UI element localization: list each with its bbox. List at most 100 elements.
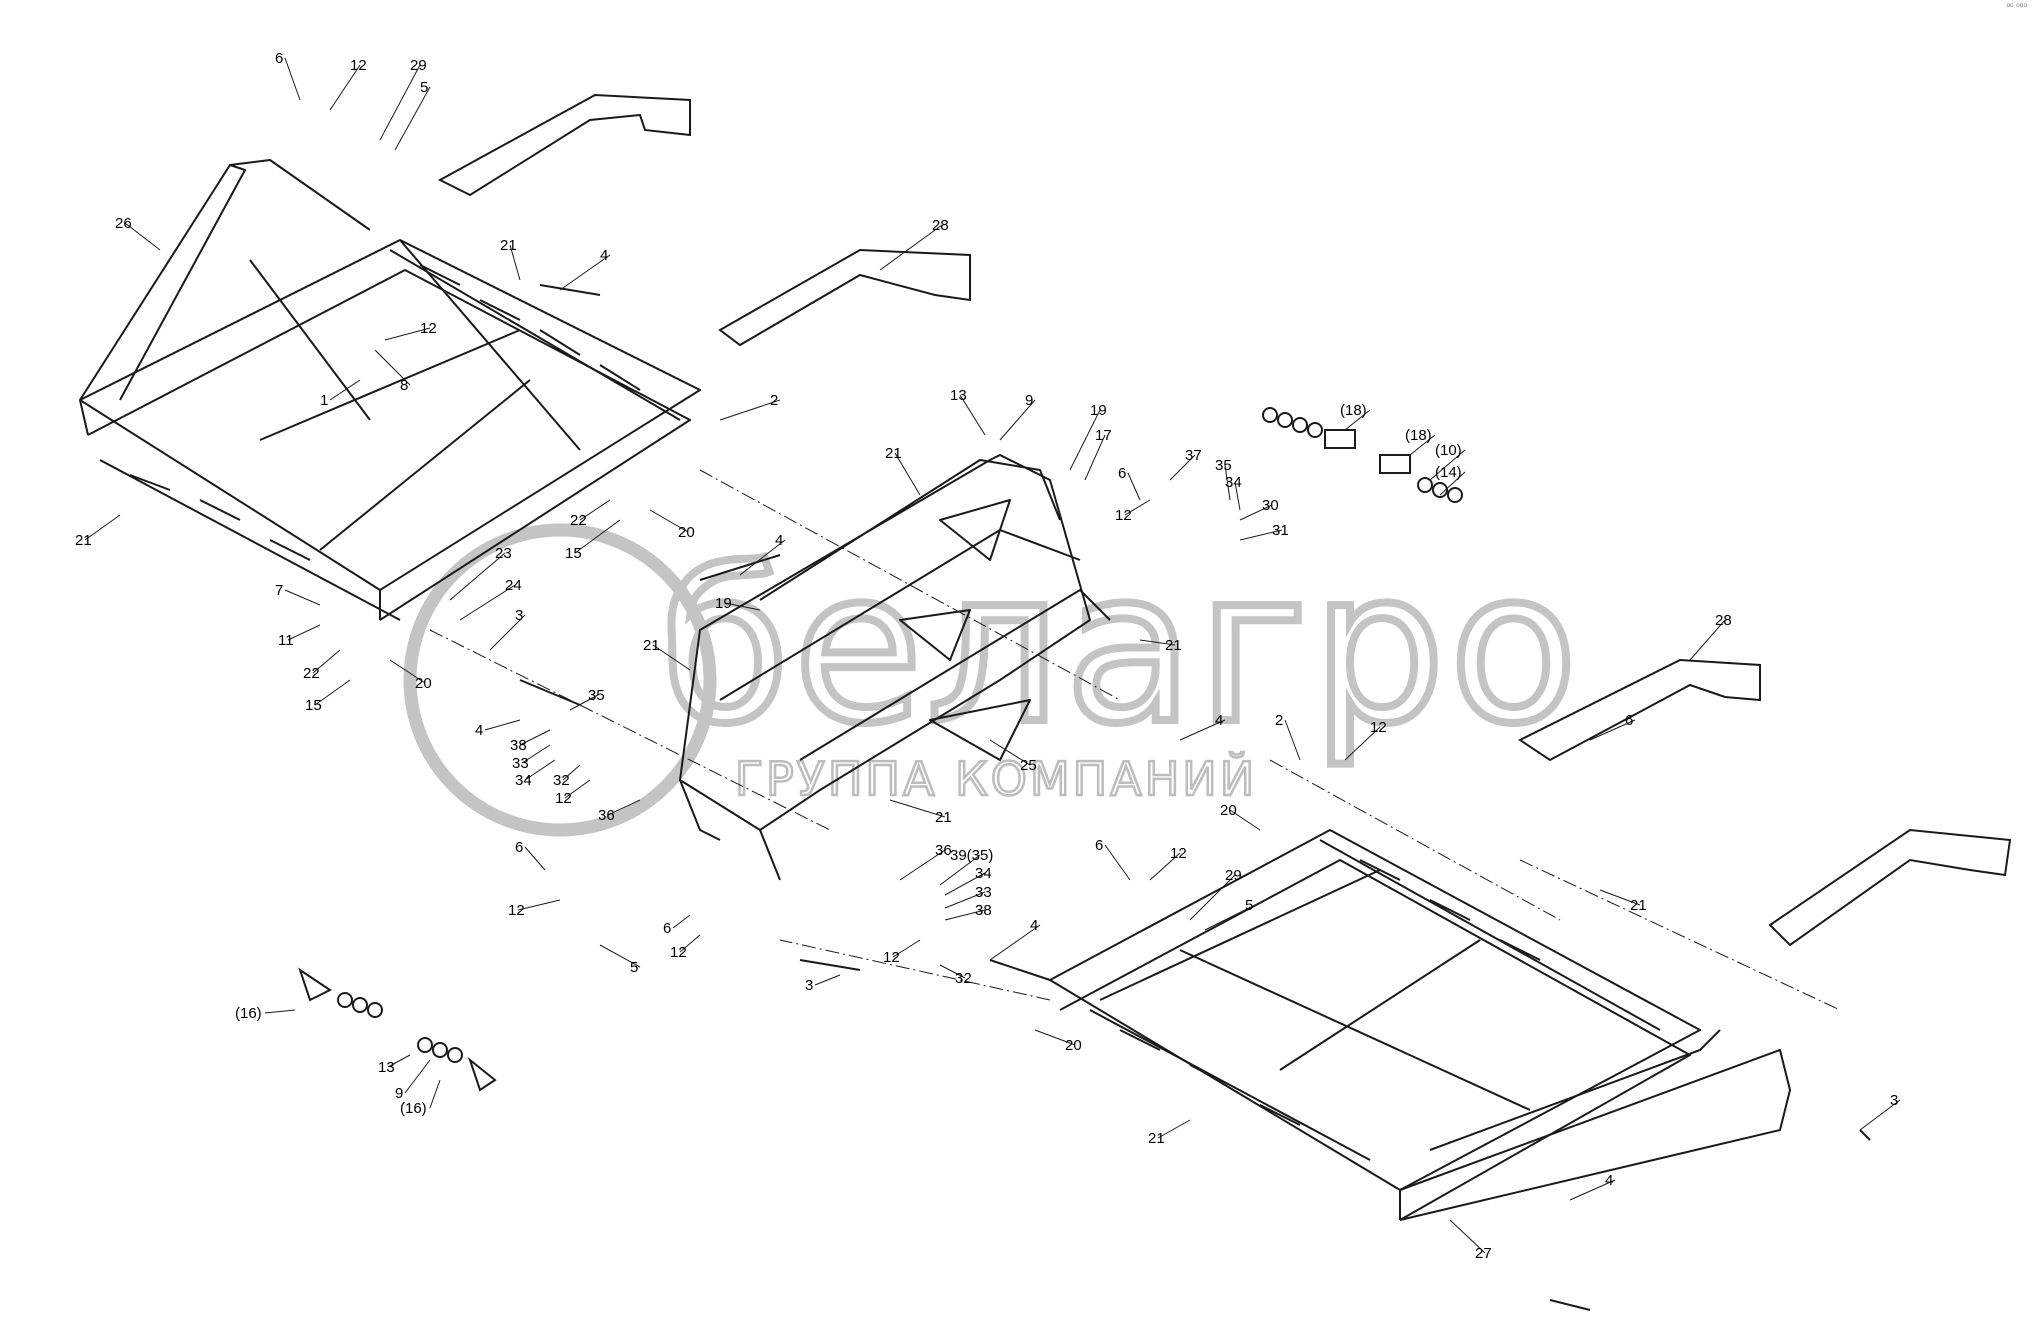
callout-leader — [889, 799, 946, 818]
callout-leader — [944, 872, 986, 896]
callout-label: 38 — [975, 902, 992, 919]
callout-label: 2 — [770, 392, 778, 409]
callout-label: 11 — [278, 632, 294, 649]
callout-leader — [384, 327, 431, 341]
callout-label: 35 — [588, 687, 605, 704]
callout-label: 13 — [950, 387, 967, 404]
callout-leader — [379, 64, 421, 141]
callout-leader — [517, 899, 561, 911]
callout-leader — [329, 379, 361, 401]
callout-label: 19 — [1090, 402, 1107, 419]
callout-label: 12 — [508, 902, 525, 919]
callout-label: 32 — [553, 772, 570, 789]
callout-leader — [1224, 464, 1231, 501]
callout-leader — [387, 1054, 411, 1068]
callout-label: 4 — [600, 247, 608, 264]
callout-leader — [389, 659, 426, 684]
callout-label: 38 — [510, 737, 527, 754]
callout-leader — [329, 64, 361, 111]
callout-label: 19 — [715, 595, 732, 612]
callout-leader — [524, 846, 546, 871]
callout-leader — [489, 614, 526, 651]
callout-label: 13 — [378, 1059, 395, 1076]
callout-label: 36 — [935, 842, 952, 859]
callout-leader — [899, 849, 946, 881]
callout-leader — [652, 644, 691, 671]
watermark — [403, 523, 717, 837]
center-frame — [679, 454, 1111, 881]
callout-leader — [509, 244, 521, 281]
callout-leader — [579, 499, 611, 521]
callout-leader — [449, 552, 506, 601]
callout-label: 7 — [275, 582, 283, 599]
callout-label: 6 — [275, 50, 283, 67]
callout-leader — [1124, 499, 1151, 516]
callout-leader — [989, 924, 1041, 961]
left-drawbar — [437, 93, 691, 197]
callout-label: (14) — [1435, 464, 1462, 481]
callout-leader — [1157, 1119, 1191, 1139]
callout-label: 12 — [1170, 845, 1187, 862]
callout-label: 39(35) — [950, 847, 993, 864]
callout-label: 6 — [663, 920, 671, 937]
corner-mark: ⁰⁰ ⁰⁰⁰ — [2006, 2, 2027, 12]
right-drawbar-upper — [1518, 658, 1761, 762]
callout-leader — [939, 964, 966, 979]
callout-label: 22 — [303, 665, 320, 682]
callout-leader — [1439, 471, 1466, 496]
callout-leader — [404, 1059, 431, 1094]
callout-label: 36 — [598, 807, 615, 824]
centre-lines — [429, 469, 1841, 1011]
callout-leader — [679, 934, 701, 953]
callout-leader — [607, 799, 641, 816]
callout-leader — [574, 519, 621, 554]
callout-label: 12 — [420, 320, 437, 337]
callout-leader — [524, 759, 556, 781]
callout-leader — [569, 694, 599, 711]
callout-leader — [1449, 1219, 1486, 1254]
callout-label: 33 — [512, 755, 529, 772]
callout-label: 21 — [1630, 897, 1647, 914]
callout-leader — [287, 624, 321, 641]
callout-leader — [314, 679, 351, 706]
callout-leader — [1409, 434, 1436, 456]
callout-leader — [1149, 852, 1181, 881]
callout-label: 5 — [630, 959, 638, 976]
callout-label: (16) — [235, 1005, 262, 1022]
callout-leader — [1169, 454, 1196, 481]
callout-leader — [374, 349, 411, 386]
callout-label: 35 — [1215, 457, 1232, 474]
callout-label: 37 — [1185, 447, 1202, 464]
callout-leader — [939, 854, 981, 886]
callout-label: (18) — [1340, 402, 1367, 419]
callout-leader — [1204, 904, 1256, 931]
callout-label: 34 — [1225, 474, 1242, 491]
callout-label: 21 — [1165, 637, 1182, 654]
callout-leader — [562, 764, 581, 781]
right-wing-frame — [1049, 829, 1791, 1221]
callout-leader — [1859, 1099, 1901, 1131]
callout-leader — [1069, 409, 1101, 471]
callout-label: 12 — [350, 57, 367, 74]
callout-label: 9 — [395, 1085, 403, 1102]
callout-label: 26 — [115, 215, 132, 232]
callout-label: 1 — [320, 392, 328, 409]
callout-leader — [814, 974, 841, 986]
callout-leader — [429, 1079, 441, 1109]
bushing-18-left — [1324, 429, 1356, 449]
callout-label: 3 — [515, 607, 523, 624]
callout-label: 27 — [1475, 1245, 1492, 1262]
callout-leader — [1239, 529, 1283, 541]
callout-label: 12 — [555, 790, 572, 807]
callout-leader — [1589, 719, 1636, 741]
callout-leader — [944, 909, 986, 921]
callout-leader — [84, 514, 121, 541]
callout-label: 28 — [1715, 612, 1732, 629]
callout-label: 3 — [805, 977, 813, 994]
callout-label: 31 — [1272, 522, 1289, 539]
callout-label: (16) — [400, 1100, 427, 1117]
callout-label: (18) — [1405, 427, 1432, 444]
callout-label: 29 — [410, 57, 427, 74]
